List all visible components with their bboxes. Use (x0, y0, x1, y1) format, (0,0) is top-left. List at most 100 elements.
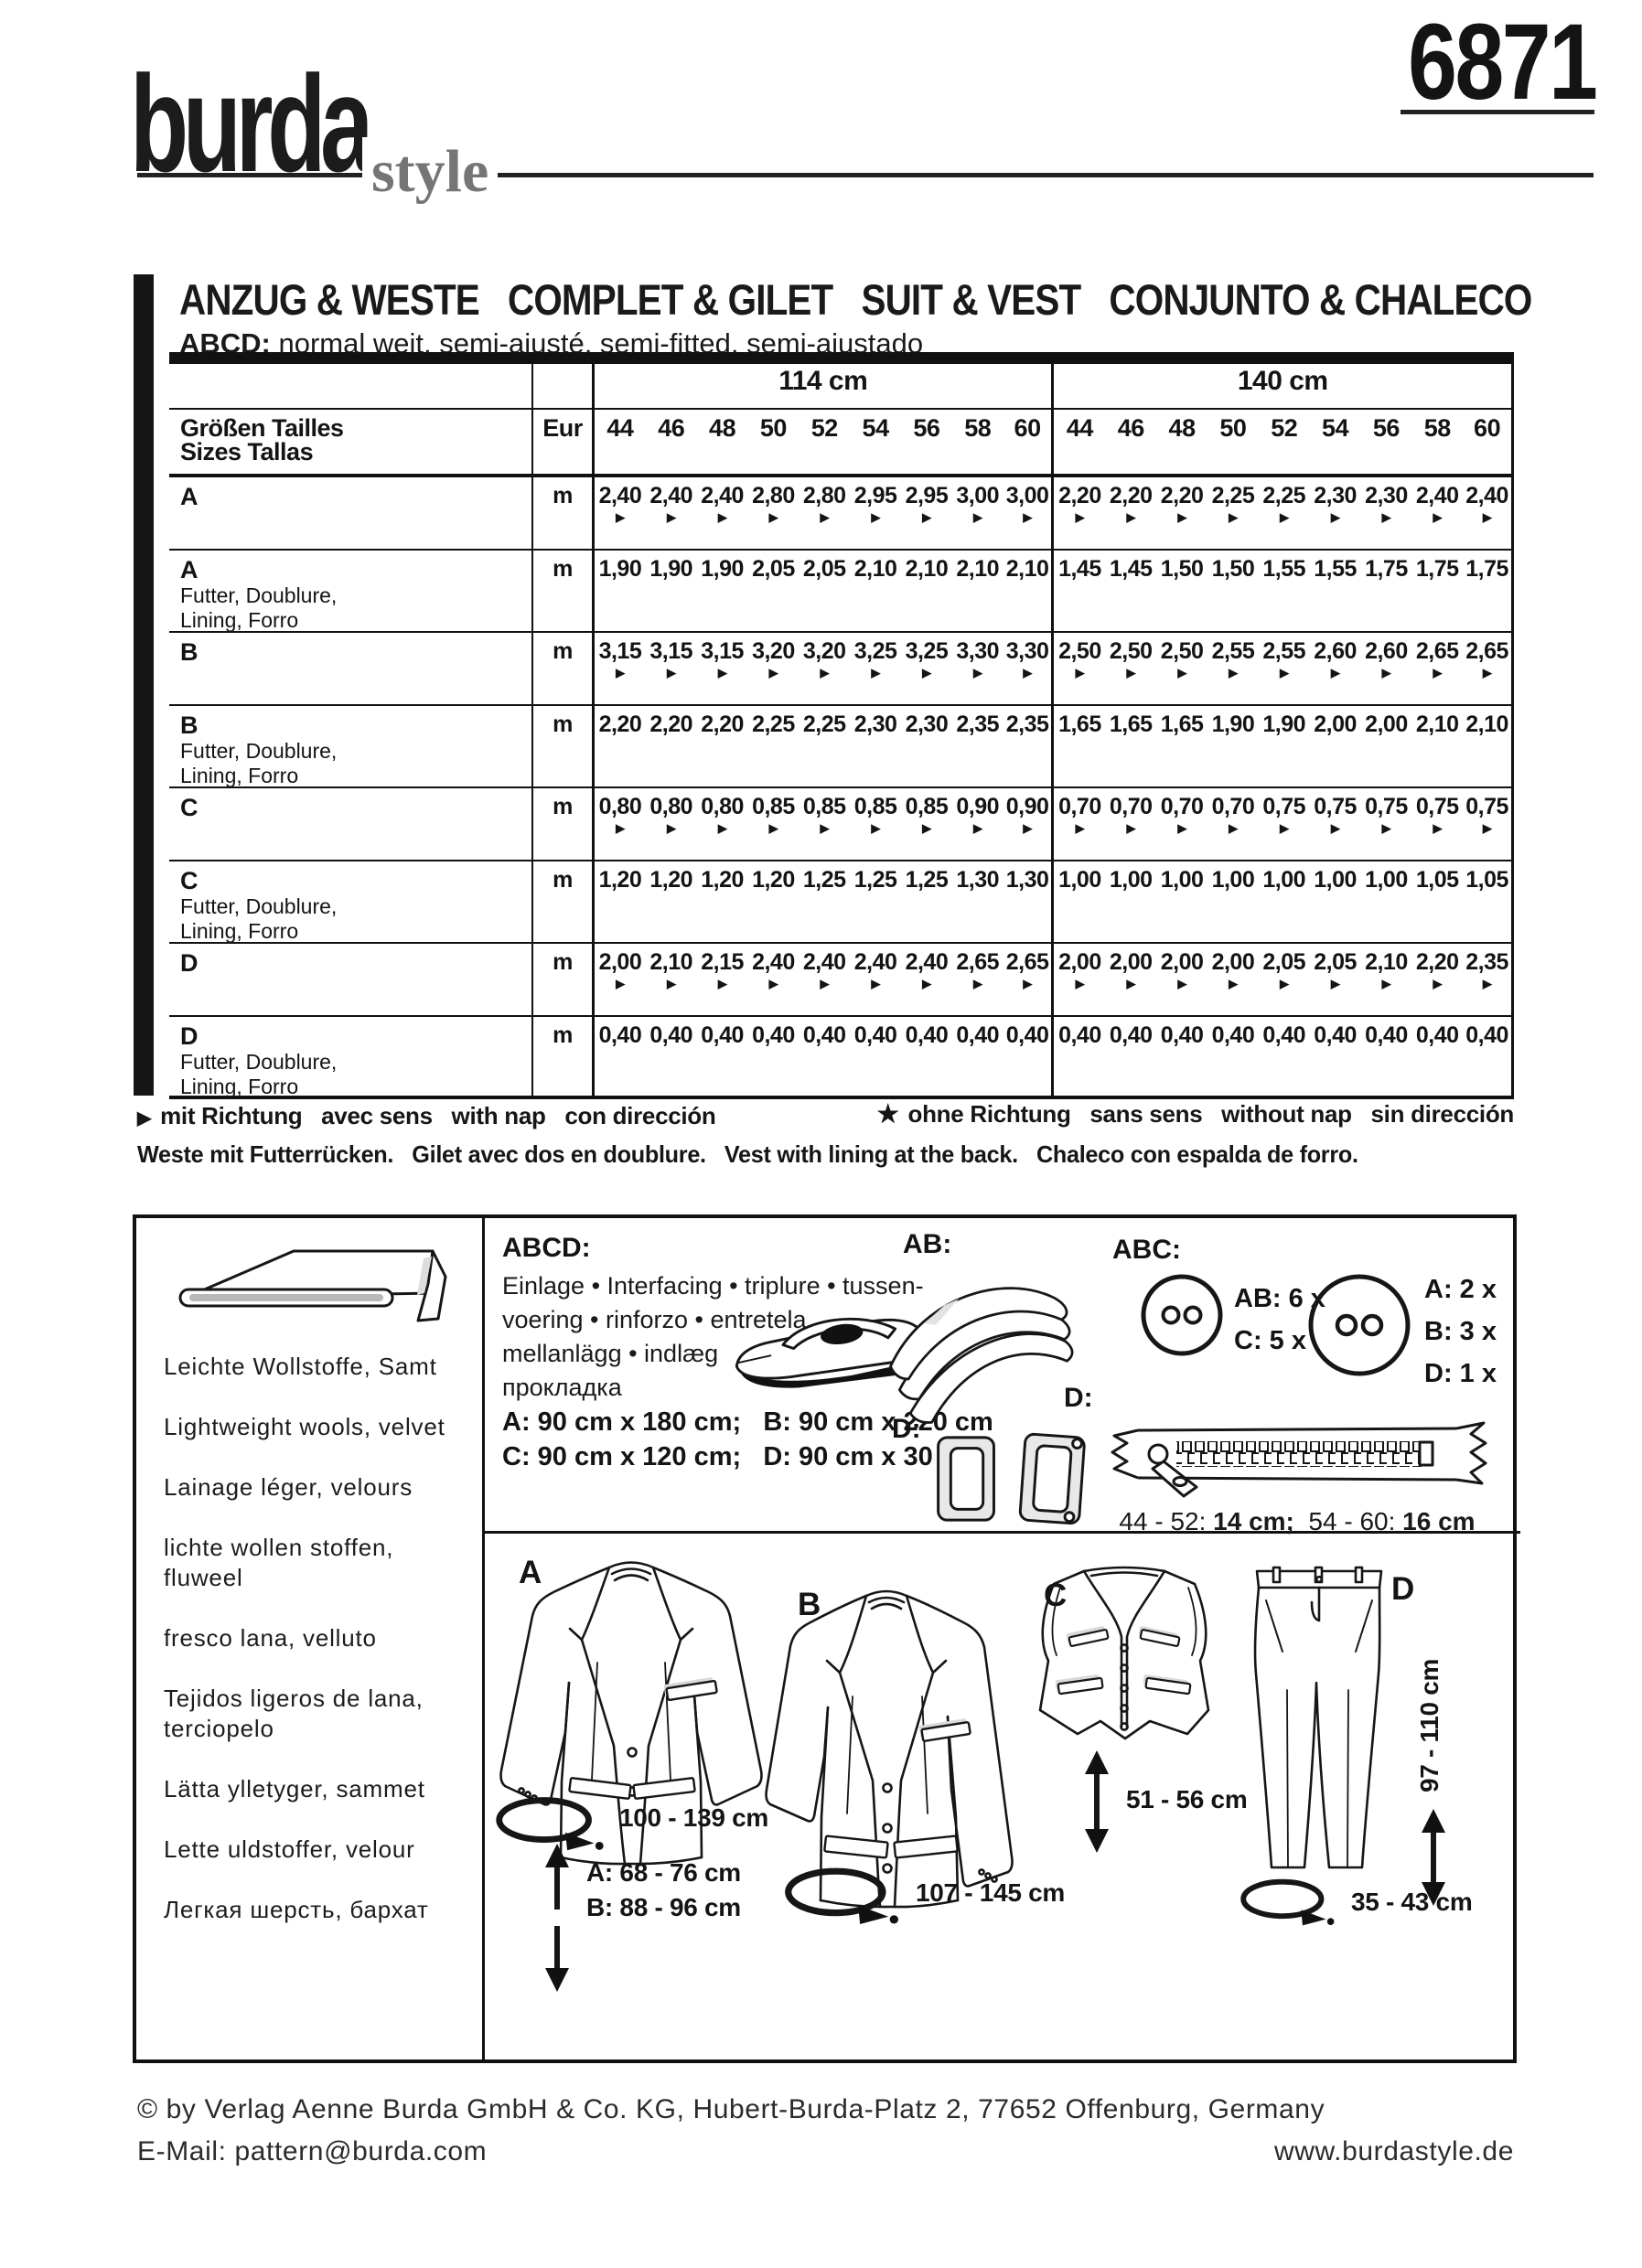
garment-title: ANZUG & WESTE COMPLET & GILET SUIT & VES… (179, 275, 1532, 324)
with-nap-arrow-icon: ▶ (1433, 977, 1442, 990)
yardage-cell: 1,20 (696, 861, 748, 944)
with-nap-arrow-icon: ▶ (1023, 977, 1032, 990)
yardage-cell: 0,70▶ (1054, 788, 1106, 861)
with-nap-arrow-icon: ▶ (1075, 821, 1085, 835)
yardage-cell: 2,00▶ (1054, 944, 1106, 1017)
yardage-cell: 3,25▶ (850, 633, 901, 706)
nap-arrow-icon: ▶ (137, 1108, 152, 1129)
unit-cell: m (533, 706, 595, 788)
with-nap-arrow-icon: ▶ (717, 977, 727, 990)
with-nap-arrow-icon: ▶ (1177, 821, 1186, 835)
c-length-measure: 51 - 56 cm (1126, 1785, 1248, 1813)
yardage-cell: 3,15▶ (595, 633, 646, 706)
chest-tape-b-icon (785, 1867, 898, 1924)
with-nap-arrow-icon: ▶ (1023, 821, 1032, 835)
yardage-cell: 0,40 (1156, 1017, 1207, 1099)
yardage-cell: 1,20 (645, 861, 697, 944)
yardage-cell: 2,50▶ (1156, 633, 1207, 706)
unit-cell: m (533, 477, 595, 551)
yardage-cell: 2,05 (747, 551, 800, 633)
yardage-cell: 0,75▶ (1258, 788, 1310, 861)
fabric-suggestion: Leichte Wollstoffe, Samt (164, 1353, 437, 1380)
yardage-cell: 0,40 (799, 1017, 851, 1099)
yardage-cell: 2,25 (747, 706, 800, 788)
yardage-cell: 2,20▶ (1156, 477, 1207, 551)
interfacing-line: mellanlägg • indlæg (502, 1340, 719, 1367)
with-nap-arrow-icon: ▶ (1279, 666, 1289, 679)
with-nap-arrow-icon: ▶ (666, 666, 676, 679)
title-side-bar (134, 274, 154, 1096)
jacket-a-drawing (499, 1561, 763, 1866)
with-nap-arrow-icon: ▶ (972, 510, 982, 524)
yardage-cell: 2,20▶ (1105, 477, 1157, 551)
yardage-cell: 2,95▶ (900, 477, 952, 551)
copyright-line: © by Verlag Aenne Burda GmbH & Co. KG, H… (137, 2094, 1325, 2124)
size-header: 52 (799, 410, 851, 477)
pattern-number-rule (1401, 110, 1594, 114)
fabric-bolt-icon (178, 1249, 447, 1322)
yardage-cell: 0,75▶ (1360, 788, 1412, 861)
yardage-cell: 2,20 (645, 706, 697, 788)
unit-cell: m (533, 944, 595, 1017)
size-header: 54 (1309, 410, 1361, 477)
yardage-cell: 3,00▶ (951, 477, 1003, 551)
vest-lining-note: Weste mit Futterrücken. Gilet avec dos e… (137, 1140, 1358, 1168)
with-nap-arrow-icon: ▶ (1229, 510, 1238, 524)
yardage-cell: 0,40 (951, 1017, 1003, 1099)
yardage-cell: 0,40 (747, 1017, 800, 1099)
yardage-cell: 1,65 (1156, 706, 1207, 788)
with-nap-arrow-icon: ▶ (666, 821, 676, 835)
yardage-cell: 2,25▶ (1258, 477, 1310, 551)
yardage-cell: 2,30▶ (1309, 477, 1361, 551)
yardage-cell: 2,65▶ (1003, 944, 1055, 1017)
yardage-cell: 0,40 (1105, 1017, 1157, 1099)
yardage-cell: 0,40 (1207, 1017, 1259, 1099)
yardage-cell: 0,90▶ (1003, 788, 1055, 861)
yardage-cell: 1,00 (1105, 861, 1157, 944)
with-nap-arrow-icon: ▶ (666, 510, 676, 524)
yardage-cell: 1,45 (1105, 551, 1157, 633)
contact-email: E-Mail: pattern@burda.com (137, 2136, 488, 2166)
with-nap-arrow-icon: ▶ (1075, 510, 1085, 524)
table-corner-cell (533, 364, 595, 410)
yardage-cell: 1,00 (1258, 861, 1310, 944)
yardage-cell: 2,40▶ (696, 477, 748, 551)
yardage-cell: 2,55▶ (1207, 633, 1259, 706)
yardage-cell: 1,75 (1463, 551, 1514, 633)
a-chest-measure: 100 - 139 cm (619, 1803, 768, 1832)
yardage-cell: 3,25▶ (900, 633, 952, 706)
yardage-cell: 1,05 (1463, 861, 1514, 944)
yardage-cell: 0,40 (1258, 1017, 1310, 1099)
interfacing-line: voering • rinforzo • entretela (502, 1306, 807, 1333)
yardage-cell: 2,10 (1463, 706, 1514, 788)
view-a-label: A (519, 1555, 542, 1590)
yardage-cell: 2,40▶ (645, 477, 697, 551)
with-nap-arrow-icon: ▶ (717, 821, 727, 835)
yardage-cell: 1,65 (1054, 706, 1106, 788)
table-top-bar (169, 352, 1514, 364)
burda-logo: burda (130, 47, 373, 200)
zipper-range-2: 54 - 60: (1293, 1507, 1403, 1535)
yardage-cell: 1,50 (1207, 551, 1259, 633)
yardage-cell: 1,30 (1003, 861, 1055, 944)
fabric-suggestion: Lette uldstoffer, velour (164, 1835, 415, 1863)
zipper-label: D: (1064, 1383, 1093, 1413)
yardage-cell: 3,20▶ (799, 633, 851, 706)
yardage-cell: 0,85▶ (747, 788, 800, 861)
with-nap-arrow-icon: ▶ (1126, 821, 1135, 835)
unit-cell: m (533, 1017, 595, 1099)
yardage-cell: 2,10 (1411, 706, 1464, 788)
with-nap-arrow-icon: ▶ (1330, 821, 1340, 835)
interfacing-heading: ABCD: (502, 1233, 591, 1263)
yardage-cell: 0,75▶ (1309, 788, 1361, 861)
yardage-cell: 1,25 (900, 861, 952, 944)
yardage-cell: 2,40▶ (799, 944, 851, 1017)
yardage-cell: 2,05▶ (1309, 944, 1361, 1017)
fabric-suggestion: lichte wollen stoffen, fluweel (164, 1534, 394, 1591)
size-header: 48 (1156, 410, 1207, 477)
row-label: A (169, 477, 533, 551)
yardage-cell: 2,05 (799, 551, 851, 633)
